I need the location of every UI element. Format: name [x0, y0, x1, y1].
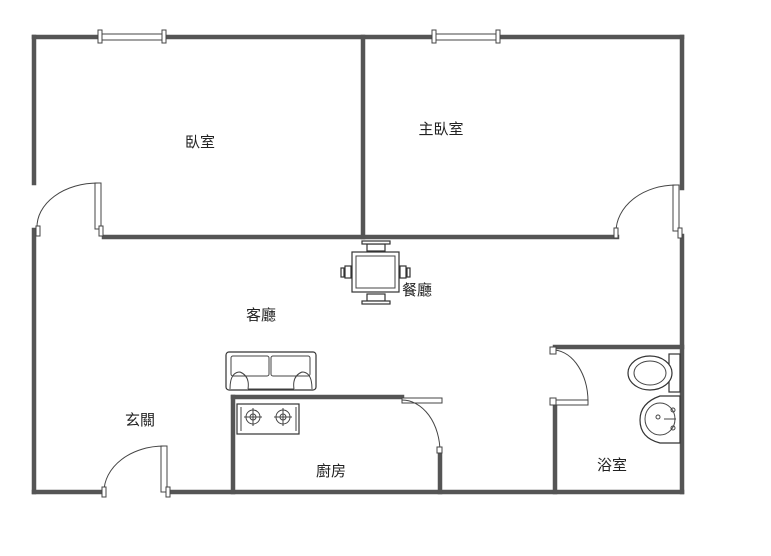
room-label-bathroom: 浴室: [597, 456, 627, 474]
room-label-kitchen: 廚房: [316, 462, 346, 480]
stove-icon: [236, 403, 300, 435]
door-entrance: [101, 445, 171, 498]
interior-walls: [101, 34, 685, 495]
room-label-bedroom: 臥室: [185, 133, 215, 151]
room-label-dining: 餐廳: [402, 281, 432, 299]
washbasin-icon: [639, 395, 681, 444]
toilet-icon: [627, 353, 681, 393]
door-bedroom: [35, 182, 104, 237]
room-label-master-bedroom: 主臥室: [418, 120, 463, 138]
door-bathroom: [549, 346, 589, 406]
room-label-entrance: 玄關: [125, 411, 155, 429]
window-master-bedroom: [431, 29, 501, 44]
sofa-icon: [225, 351, 317, 391]
dining-table-icon: [340, 240, 411, 305]
door-master-bedroom: [613, 184, 683, 239]
exterior-walls: [31, 34, 685, 495]
room-label-living: 客廳: [246, 306, 276, 324]
door-kitchen: [401, 397, 443, 454]
window-bedroom: [97, 29, 167, 44]
